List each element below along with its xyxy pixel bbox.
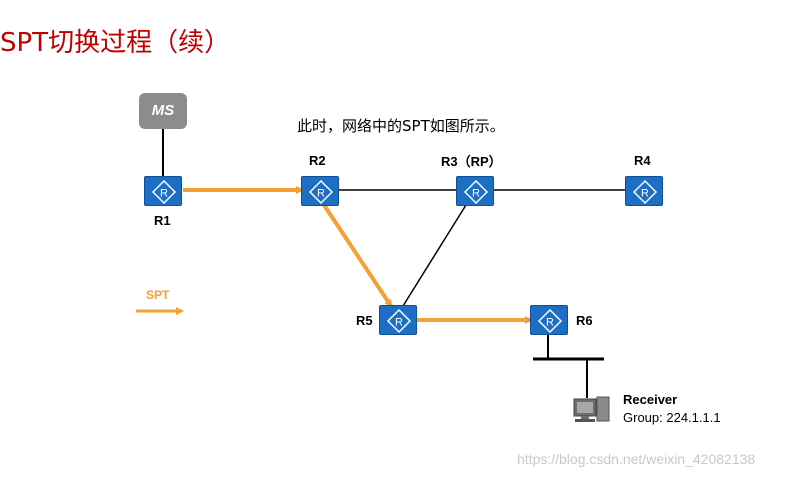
receiver-group: Group: 224.1.1.1 <box>623 410 721 425</box>
router-label-r3: R3（RP） <box>441 154 502 169</box>
router-r5: R <box>379 305 417 335</box>
router-r2: R <box>301 176 339 206</box>
router-glyph: R <box>472 188 480 200</box>
watermark: https://blog.csdn.net/weixin_42082138 <box>517 451 756 467</box>
router-r1: R <box>144 176 182 206</box>
receiver-pc-icon <box>573 396 610 422</box>
router-label-r5: R5 <box>356 313 373 328</box>
router-label-r1: R1 <box>154 213 171 228</box>
router-glyph: R <box>395 317 403 329</box>
router-glyph: R <box>546 317 554 329</box>
ms-server: MS <box>139 93 187 129</box>
slide-title: SPT切换过程（续） <box>0 28 231 58</box>
router-r6: R <box>530 305 568 335</box>
router-label-r2: R2 <box>309 153 326 168</box>
router-label-r6: R6 <box>576 313 593 328</box>
legend-spt-label: SPT <box>146 288 170 302</box>
router-glyph: R <box>160 188 168 200</box>
receiver-title: Receiver <box>623 392 678 407</box>
router-glyph: R <box>641 188 649 200</box>
router-glyph: R <box>317 188 325 200</box>
spt-arrow-r2-r5 <box>322 203 393 308</box>
link-r3-r5 <box>402 204 467 307</box>
router-r3: R <box>456 176 494 206</box>
router-label-r4: R4 <box>634 153 651 168</box>
caption-text: 此时，网络中的SPT如图所示。 <box>297 117 505 135</box>
router-r4: R <box>625 176 663 206</box>
